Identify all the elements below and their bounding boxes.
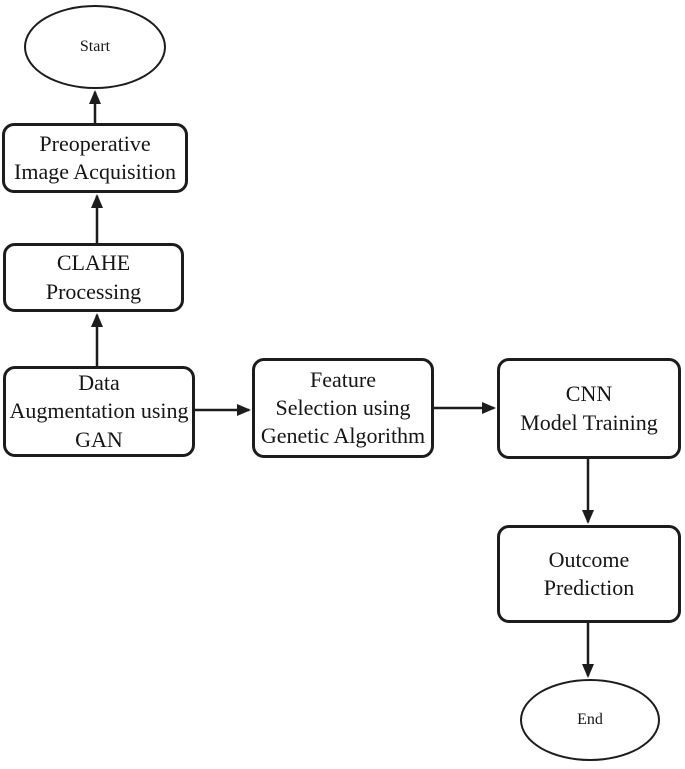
node-preoperative-image-acquisition: Preoperative Image Acquisition xyxy=(2,123,188,193)
node-end-terminal: End xyxy=(520,679,660,761)
node-label-line: CLAHE xyxy=(56,250,131,276)
node-label: End xyxy=(577,710,603,728)
node-label-line: Model Training xyxy=(520,409,658,435)
node-label-line: Prediction xyxy=(543,575,635,600)
node-label-line: GAN xyxy=(75,426,123,452)
node-start-terminal: Start xyxy=(24,5,166,89)
node-label-line: Preoperative xyxy=(39,130,151,156)
node-label-line: CNN xyxy=(565,381,613,407)
node-label-line: Image Acquisition xyxy=(14,159,176,184)
node-label-line: Augmentation using xyxy=(9,398,189,424)
node-label-line: Data xyxy=(78,370,120,396)
node-label-line: Feature xyxy=(310,366,376,392)
node-label-line: Outcome xyxy=(548,546,630,572)
node-clahe-processing: CLAHE Processing xyxy=(3,243,184,312)
node-label: Start xyxy=(79,37,111,55)
node-cnn-model-training: CNN Model Training xyxy=(497,358,681,459)
node-label-line: Processing xyxy=(45,278,142,304)
node-feature-selection-genetic-algorithm: Feature Selection using Genetic Algorith… xyxy=(252,358,434,458)
node-label-line: Selection using xyxy=(275,394,411,420)
node-data-augmentation-gan: Data Augmentation using GAN xyxy=(3,366,195,457)
node-label-line: Genetic Algorithm xyxy=(260,423,426,449)
node-outcome-prediction: Outcome Prediction xyxy=(497,525,681,623)
